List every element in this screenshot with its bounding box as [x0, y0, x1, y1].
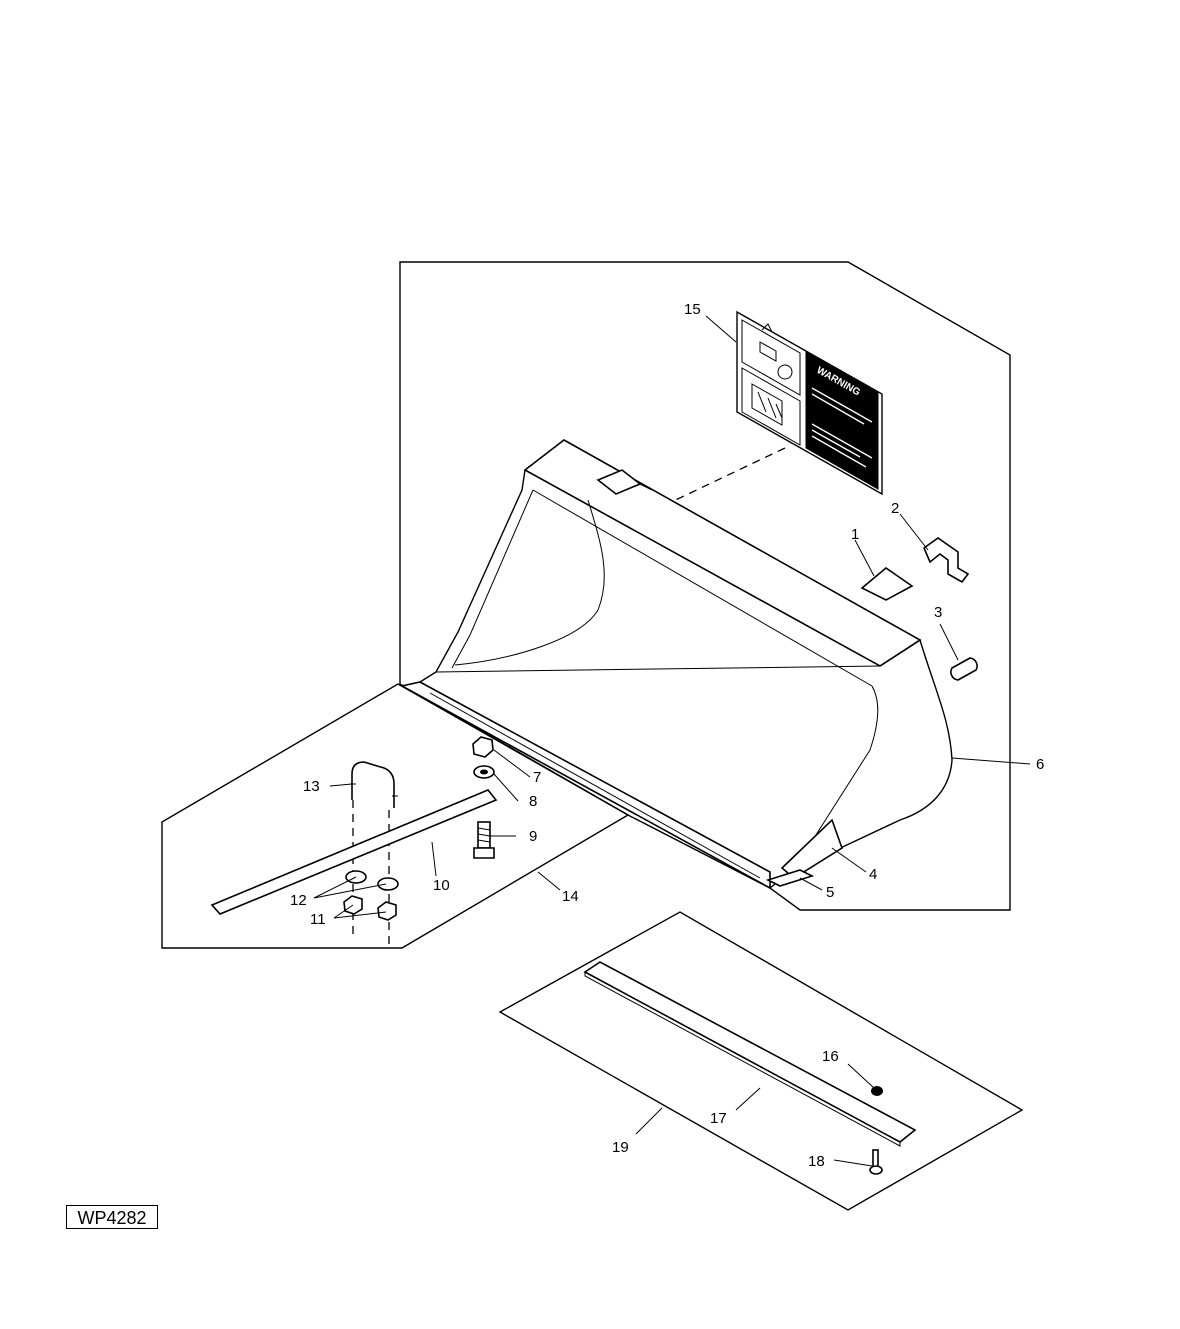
- callout-12: 12: [290, 892, 307, 909]
- leader-lines: [313, 315, 1031, 1167]
- callout-5: 5: [826, 884, 834, 901]
- cutting-edge-panel: [498, 911, 1024, 1211]
- part-1-pad: [860, 566, 914, 601]
- part-16-nut: [871, 1086, 883, 1096]
- callout-2: 2: [891, 500, 899, 517]
- callout-8: 8: [529, 793, 537, 810]
- warning-decal: WARNING: [736, 310, 883, 496]
- part-18-bolt: [869, 1149, 883, 1175]
- callout-10: 10: [433, 877, 450, 894]
- part-2-clip: [923, 537, 970, 584]
- hardware-stack: [472, 736, 495, 859]
- callout-16: 16: [822, 1048, 839, 1065]
- callout-labels: 1 2 3 4 5 6 7 8 9 10 11 12 13 14 15 16 1…: [290, 301, 1044, 1170]
- callout-1: 1: [851, 526, 859, 543]
- callout-14: 14: [562, 888, 579, 905]
- loader-bucket: [399, 439, 953, 890]
- callout-18: 18: [808, 1153, 825, 1170]
- mounting-group-panel: [161, 683, 630, 949]
- callout-17: 17: [710, 1110, 727, 1127]
- callout-15: 15: [684, 301, 701, 318]
- cutting-edge: [583, 961, 917, 1147]
- decal-leader-dash: [664, 447, 786, 506]
- callout-3: 3: [934, 604, 942, 621]
- callout-6: 6: [1036, 756, 1044, 773]
- callout-9: 9: [529, 828, 537, 845]
- callout-18-19-b: 19: [612, 1139, 629, 1156]
- callout-13: 13: [303, 778, 320, 795]
- callout-4: 4: [869, 866, 877, 883]
- u-bolt: [350, 761, 398, 808]
- callout-7: 7: [533, 769, 541, 786]
- part-3-plug: [950, 657, 978, 681]
- figure-id-label: WP4282: [66, 1205, 158, 1229]
- mounting-strap: [210, 789, 498, 915]
- callout-11: 11: [310, 911, 326, 928]
